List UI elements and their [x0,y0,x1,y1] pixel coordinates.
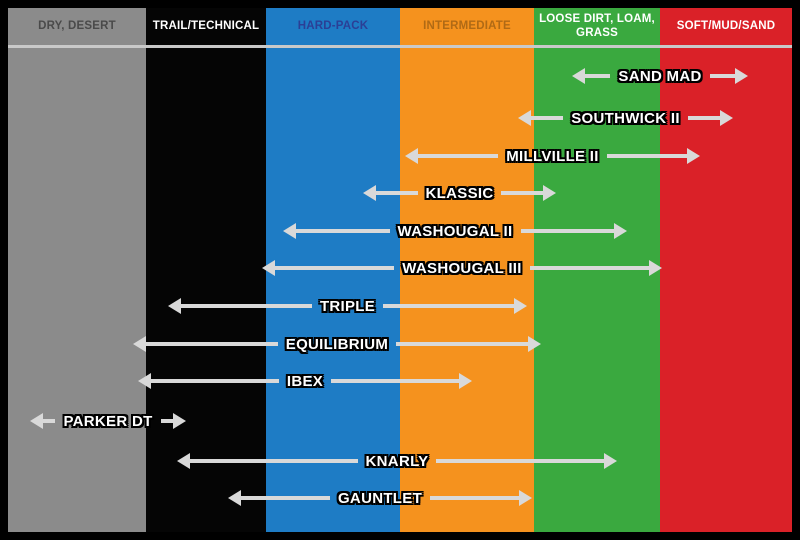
arrow-line [709,74,736,78]
right-arrowhead-icon [735,68,749,84]
right-arrowhead-icon [604,453,618,469]
tire-row-southwick-ii: SOUTHWICK II [518,107,733,129]
arrow-line [687,116,720,120]
terrain-column-dry-desert: DRY, DESERT [8,8,146,532]
arrow-line [190,459,358,463]
tire-label: WASHOUGAL III [402,259,522,277]
right-arrowhead-icon [528,336,541,352]
arrow-line [331,379,459,383]
arrow-line [376,191,418,195]
terrain-column-header: HARD-PACK [297,19,369,32]
tire-row-washougal-ii: WASHOUGAL II [283,220,627,242]
arrow-line [501,191,543,195]
right-arrowhead-icon [614,223,627,239]
terrain-columns: DRY, DESERT TRAIL/TECHNICAL HARD-PACK INTER… [8,8,792,532]
terrain-column-header: SOFT/MUD/SAND [676,19,776,32]
left-arrowhead-icon [283,223,296,239]
arrow-line [146,342,278,346]
terrain-column-header: LOOSE DIRT, LOAM, GRASS [539,12,655,39]
arrow-line [181,304,312,308]
left-arrowhead-icon [138,373,151,389]
tire-row-millville-ii: MILLVILLE II [405,145,701,167]
tire-terrain-chart: DRY, DESERT TRAIL/TECHNICAL HARD-PACK INTER… [8,8,792,532]
header-divider [8,45,792,48]
tire-label: GAUNTLET [337,489,423,507]
arrow-line [160,419,173,423]
right-arrowhead-icon [459,373,472,389]
tire-row-gauntlet: GAUNTLET [228,487,532,509]
left-arrowhead-icon [572,68,585,84]
arrow-line [430,496,519,500]
right-arrowhead-icon [519,490,532,506]
arrow-line [418,154,499,158]
right-arrowhead-icon [543,185,556,201]
right-arrowhead-icon [514,298,528,314]
terrain-column-hard-pack: HARD-PACK [266,8,400,532]
tire-row-ibex: IBEX [138,370,472,392]
arrow-line [296,229,390,233]
left-arrowhead-icon [177,453,190,469]
arrow-line [383,304,515,308]
tire-label: PARKER DT [63,412,153,430]
tire-row-klassic: KLASSIC [363,182,556,204]
right-arrowhead-icon [173,413,186,429]
tire-label: KNARLY [365,452,429,470]
arrow-line [606,154,688,158]
tire-row-washougal-iii: WASHOUGAL III [262,257,662,279]
arrow-line [275,266,395,270]
left-arrowhead-icon [405,148,418,164]
tire-label: SOUTHWICK II [571,109,680,127]
left-arrowhead-icon [363,185,376,201]
left-arrowhead-icon [133,336,146,352]
tire-label: IBEX [286,372,324,390]
arrow-line [396,342,528,346]
terrain-column-soft-mud-sand: SOFT/MUD/SAND [660,8,792,532]
tire-label: TRIPLE [319,297,376,315]
left-arrowhead-icon [168,298,181,314]
terrain-column-intermediate: INTERMEDIATE [400,8,534,532]
arrow-line [43,419,56,423]
arrow-line [436,459,605,463]
arrow-line [531,116,564,120]
terrain-column-trail-technical: TRAIL/TECHNICAL [146,8,266,532]
terrain-column-loose-dirt-loam-grass: LOOSE DIRT, LOAM, GRASS [534,8,660,532]
right-arrowhead-icon [687,148,701,164]
arrow-line [151,379,279,383]
tire-label: SAND MAD [618,67,702,85]
tire-row-parker-dt: PARKER DT [30,410,186,432]
left-arrowhead-icon [30,413,43,429]
arrow-line [520,229,614,233]
left-arrowhead-icon [518,110,531,126]
arrow-line [529,266,649,270]
tire-row-sand-mad: SAND MAD [572,65,749,87]
terrain-column-header: TRAIL/TECHNICAL [152,19,260,32]
tire-label: KLASSIC [425,184,494,202]
tire-label: WASHOUGAL II [397,222,513,240]
terrain-column-header: INTERMEDIATE [423,19,511,32]
left-arrowhead-icon [262,260,275,276]
arrow-line [585,74,611,78]
tire-row-triple: TRIPLE [168,295,528,317]
tire-label: MILLVILLE II [506,147,599,165]
terrain-column-header: DRY, DESERT [38,19,116,32]
tire-label: EQUILIBRIUM [285,335,389,353]
arrow-line [241,496,330,500]
right-arrowhead-icon [649,260,662,276]
left-arrowhead-icon [228,490,241,506]
right-arrowhead-icon [720,110,733,126]
tire-row-equilibrium: EQUILIBRIUM [133,333,541,355]
tire-rows: SAND MAD SOUTHWICK II MILLVILLE II KLASSIC W… [8,8,792,532]
tire-row-knarly: KNARLY [177,450,618,472]
